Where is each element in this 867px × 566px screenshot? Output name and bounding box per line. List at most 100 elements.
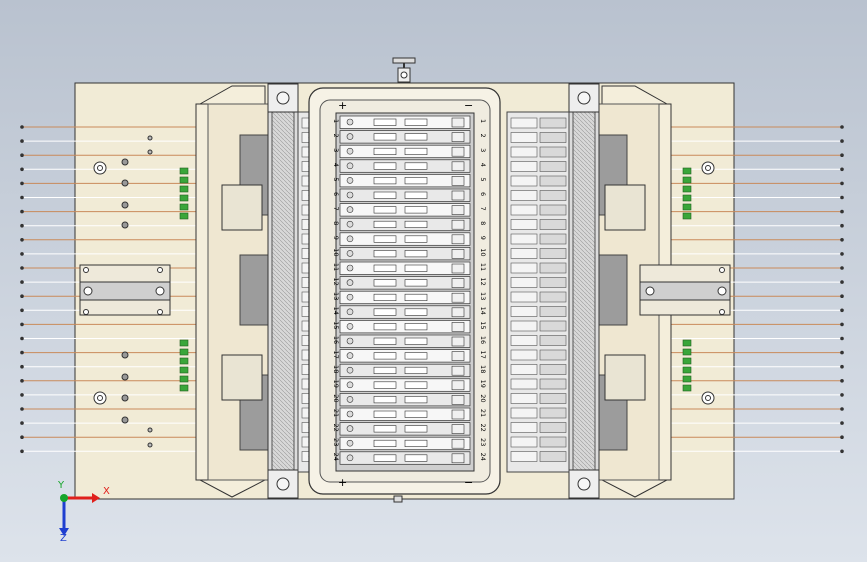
right-cell-number: 10: [479, 248, 487, 256]
cell-connector: [451, 278, 465, 288]
wire-tip: [20, 181, 24, 186]
right-pin-holder: [510, 349, 538, 361]
cell-terminal: [346, 293, 354, 301]
wire-tip: [840, 350, 844, 355]
right-pin-block: [539, 204, 567, 216]
wire-tip: [840, 139, 844, 143]
wire-tip: [20, 379, 24, 383]
right-pin-holder: [510, 291, 538, 303]
cell-tab: [404, 323, 428, 331]
right-cell-number: 12: [479, 277, 487, 285]
cell-terminal: [346, 235, 354, 243]
cell-tab: [404, 250, 428, 258]
triad-arrows: [59, 493, 100, 536]
cell-tab: [404, 454, 428, 462]
right-cell-number: 17: [479, 350, 487, 358]
right-cell-number: 4: [479, 163, 487, 167]
right-pin-holder: [510, 132, 538, 143]
right-pin-block: [539, 132, 567, 143]
right-pin-block: [539, 291, 567, 303]
cell-tab: [373, 220, 397, 228]
wire-tip: [840, 435, 844, 440]
cell-terminal: [346, 177, 354, 184]
cell-terminal: [346, 264, 354, 272]
triad-z-label: Z: [60, 533, 67, 544]
cell-tab: [373, 439, 397, 448]
right-pin-block: [539, 117, 567, 129]
right-pin-holder: [510, 407, 538, 419]
left-clamp-frame: [195, 85, 269, 498]
green-terminal: [682, 339, 692, 347]
right-pin-block: [539, 248, 567, 259]
cell-tab: [404, 191, 428, 199]
right-pin-holder: [510, 248, 538, 259]
wire-tip: [840, 252, 844, 256]
right-cell-number: 16: [479, 336, 487, 344]
cell-terminal: [346, 396, 354, 403]
cell-tab: [404, 293, 428, 302]
top-valve-handle[interactable]: [392, 57, 416, 83]
cell-terminal: [346, 425, 354, 432]
cell-tab: [373, 454, 397, 462]
cell-connector: [451, 380, 465, 391]
cell-tab: [373, 177, 397, 185]
right-cell-number: 21: [479, 409, 487, 417]
wire-tip: [20, 223, 24, 228]
green-terminal: [682, 203, 692, 211]
right-cell-number: 19: [479, 380, 487, 388]
right-pin-holder: [510, 306, 538, 317]
right-pin-holder: [510, 146, 538, 158]
cell-terminal: [346, 323, 354, 330]
right-cell-number: 8: [479, 221, 487, 225]
green-terminal: [682, 167, 692, 175]
right-pin-block: [539, 349, 567, 361]
cell-tab: [404, 352, 428, 360]
green-terminal: [179, 357, 189, 365]
cell-tab: [373, 308, 397, 316]
green-terminal: [179, 384, 189, 392]
right-cell-number: 15: [479, 321, 487, 329]
right-pin-block: [539, 320, 567, 332]
wire-tip: [840, 294, 844, 299]
wire-tip: [840, 223, 844, 228]
wire-tip: [840, 167, 844, 172]
wire-tip: [840, 280, 844, 284]
green-terminal: [682, 375, 692, 383]
cell-connector: [451, 234, 465, 245]
probe-wires-left: [20, 125, 200, 454]
right-pin-block: [539, 378, 567, 390]
cell-terminal: [346, 279, 354, 286]
wire-tip: [840, 153, 844, 157]
wire-tip: [20, 449, 24, 454]
cell-connector: [451, 395, 465, 405]
wire-tip: [840, 336, 844, 341]
cell-tab: [404, 264, 428, 272]
cell-connector: [451, 424, 465, 434]
cell-connector: [451, 409, 465, 420]
green-terminal: [682, 384, 692, 392]
left-cell-number: 16: [332, 336, 340, 344]
cell-terminal: [346, 308, 354, 316]
positive-terminal-marker-bottom: +: [338, 476, 347, 489]
right-pin-block: [539, 393, 567, 404]
left-cell-number: 10: [332, 248, 340, 256]
cell-tab: [373, 366, 397, 375]
right-cell-number: 18: [479, 365, 487, 373]
wire-tip: [840, 379, 844, 383]
green-terminal: [682, 176, 692, 184]
right-pin-block: [539, 364, 567, 375]
wire-tip: [20, 421, 24, 425]
battery-cells: [339, 115, 471, 465]
wire-tip: [20, 195, 24, 200]
cell-tab: [373, 396, 397, 404]
left-cell-number: 7: [332, 207, 340, 211]
wire-tip: [840, 407, 844, 411]
cell-tab: [373, 162, 397, 170]
right-cell-number: 5: [479, 177, 487, 181]
wire-tip: [840, 238, 844, 242]
left-cell-number: 19: [332, 380, 340, 388]
left-cell-number: 5: [332, 177, 340, 181]
cell-terminal: [346, 191, 354, 199]
right-pin-holder: [510, 364, 538, 375]
